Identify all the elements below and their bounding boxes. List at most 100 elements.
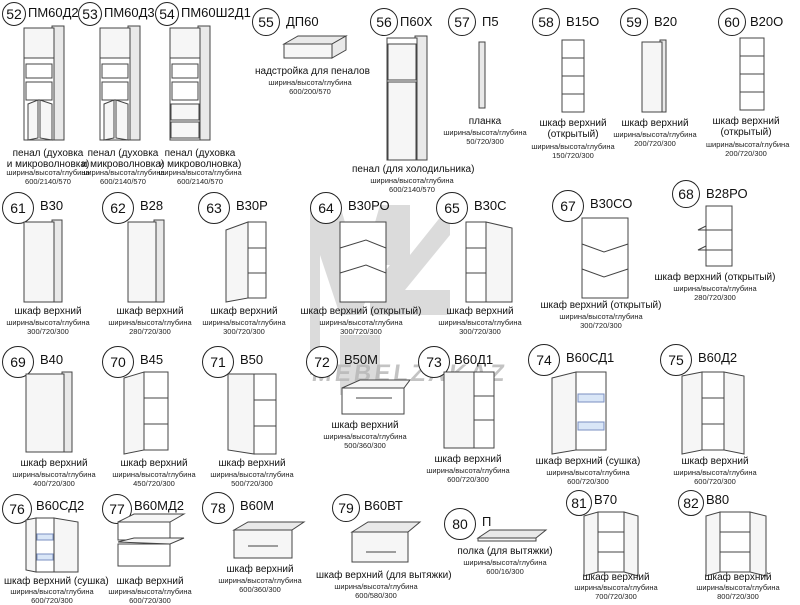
item-code: ДП60 [286, 14, 319, 29]
item-number-badge: 82 [678, 490, 704, 516]
dims-label: ширина/высота/глубина [574, 583, 658, 592]
item-number-badge: 65 [436, 192, 468, 224]
item-description: шкаф верхний(открытый) [712, 116, 780, 138]
item-description: шкаф верхний [434, 454, 502, 465]
item-number-badge: 55 [252, 8, 280, 36]
item-number-badge: 67 [552, 190, 584, 222]
dims-label: ширина/высота/глубина [6, 318, 90, 327]
item-dimensions: 600/720/300 [567, 477, 609, 486]
item-code: В60ВТ [364, 498, 403, 513]
item-code: П60Х [400, 14, 433, 29]
cabinet-drawing [465, 221, 513, 303]
cabinet-drawing [127, 219, 165, 303]
item-dimensions: 600/200/570 [289, 87, 331, 96]
item-number-badge: 75 [660, 344, 692, 376]
item-number-badge: 60 [718, 8, 746, 36]
item-code: В50М [344, 352, 378, 367]
dims-label: ширина/высота/глубина [706, 140, 790, 149]
item-code: В28РО [706, 186, 748, 201]
dims-label: ширина/высота/глубина [673, 284, 757, 293]
cabinet-drawing [583, 511, 639, 577]
item-number-badge: 63 [198, 192, 230, 224]
cabinet-drawing [25, 371, 73, 453]
dims-label: ширина/высота/глубина [463, 558, 547, 567]
item-description: шкаф верхний [20, 458, 88, 469]
dims-label: ширина/высота/глубина [443, 128, 527, 137]
item-description: полка (для вытяжки) [457, 546, 553, 557]
cabinet-drawing [225, 221, 267, 303]
item-code: В60МД2 [134, 498, 184, 513]
item-dimensions: 600/360/300 [239, 585, 281, 594]
item-code: В45 [140, 352, 164, 367]
item-code: В60Д2 [698, 350, 738, 365]
item-code: В40 [40, 352, 64, 367]
item-dimensions: 280/720/300 [694, 293, 736, 302]
item-number-badge: 74 [528, 344, 560, 376]
item-code: В70 [594, 492, 618, 507]
item-dimensions: 600/720/300 [447, 475, 489, 484]
dims-label: ширина/высота/глубина [319, 318, 403, 327]
item-code: В60Д1 [454, 352, 494, 367]
dims-label: ширина/высота/глубина [12, 470, 96, 479]
item-number-badge: 56 [370, 8, 398, 36]
dims-label: ширина/высота/глубина [559, 312, 643, 321]
dims-label: ширина/высота/глубина [546, 468, 630, 477]
item-dimensions: 600/720/300 [694, 477, 736, 486]
item-description: шкаф верхний [331, 420, 399, 431]
item-dimensions: 600/720/300 [129, 596, 171, 605]
item-code: В30С [474, 198, 507, 213]
item-number-badge: 79 [332, 494, 360, 522]
item-description: шкаф верхний [582, 572, 650, 583]
cabinet-drawing [551, 371, 607, 455]
item-dimensions: 800/720/300 [717, 592, 759, 601]
item-number-badge: 52 [2, 2, 26, 26]
cabinet-drawing [23, 25, 65, 141]
cabinet-drawing [232, 521, 306, 559]
cabinet-drawing [117, 513, 186, 567]
dims-label: ширина/высота/глубина [6, 168, 90, 177]
dims-label: ширина/высота/глубина [696, 583, 780, 592]
cabinet-drawing [99, 25, 141, 141]
cabinet-drawing [641, 39, 667, 113]
item-dimensions: 500/720/300 [231, 479, 273, 488]
item-dimensions: 600/2140/570 [100, 177, 146, 186]
cabinet-drawing [739, 37, 765, 111]
item-code: В30Р [236, 198, 268, 213]
item-dimensions: 600/580/300 [355, 591, 397, 600]
item-dimensions: 700/720/300 [595, 592, 637, 601]
cabinet-drawing [476, 529, 548, 542]
item-description: надстройка для пеналов [255, 66, 370, 77]
item-description: шкаф верхний (открытый) [540, 300, 662, 311]
item-description: пенал (для холодильника) [352, 164, 475, 175]
item-number-badge: 57 [448, 8, 476, 36]
item-number-badge: 77 [102, 494, 132, 524]
item-description: шкаф верхний (открытый) [654, 272, 776, 283]
cabinet-drawing [443, 371, 495, 449]
item-number-badge: 59 [620, 8, 648, 36]
item-dimensions: 600/720/300 [31, 596, 73, 605]
dims-label: ширина/высота/глубина [218, 576, 302, 585]
item-description: планка [468, 116, 502, 127]
cabinet-drawing [123, 371, 169, 455]
item-dimensions: 500/360/300 [344, 441, 386, 450]
item-number-badge: 76 [2, 494, 32, 524]
item-dimensions: 300/720/300 [459, 327, 501, 336]
cabinet-drawing [681, 371, 745, 455]
dims-label: ширина/высота/глубина [673, 468, 757, 477]
item-dimensions: 600/2140/570 [177, 177, 223, 186]
cabinet-drawing [23, 219, 63, 303]
item-code: ПМ60Д2 [28, 5, 79, 20]
cabinet-drawing [227, 373, 277, 455]
cabinet-drawing [282, 35, 348, 59]
item-description: шкаф верхний [210, 306, 278, 317]
item-code: В60М [240, 498, 274, 513]
item-code: В60СД1 [566, 350, 615, 365]
dims-label: ширина/высота/глубина [10, 587, 94, 596]
item-description: шкаф верхний [116, 306, 184, 317]
item-code: П [482, 514, 492, 529]
item-number-badge: 73 [418, 346, 450, 378]
item-dimensions: 300/720/300 [27, 327, 69, 336]
item-number-badge: 54 [155, 2, 179, 26]
dims-label: ширина/высота/глубина [108, 318, 192, 327]
item-code: В28 [140, 198, 164, 213]
